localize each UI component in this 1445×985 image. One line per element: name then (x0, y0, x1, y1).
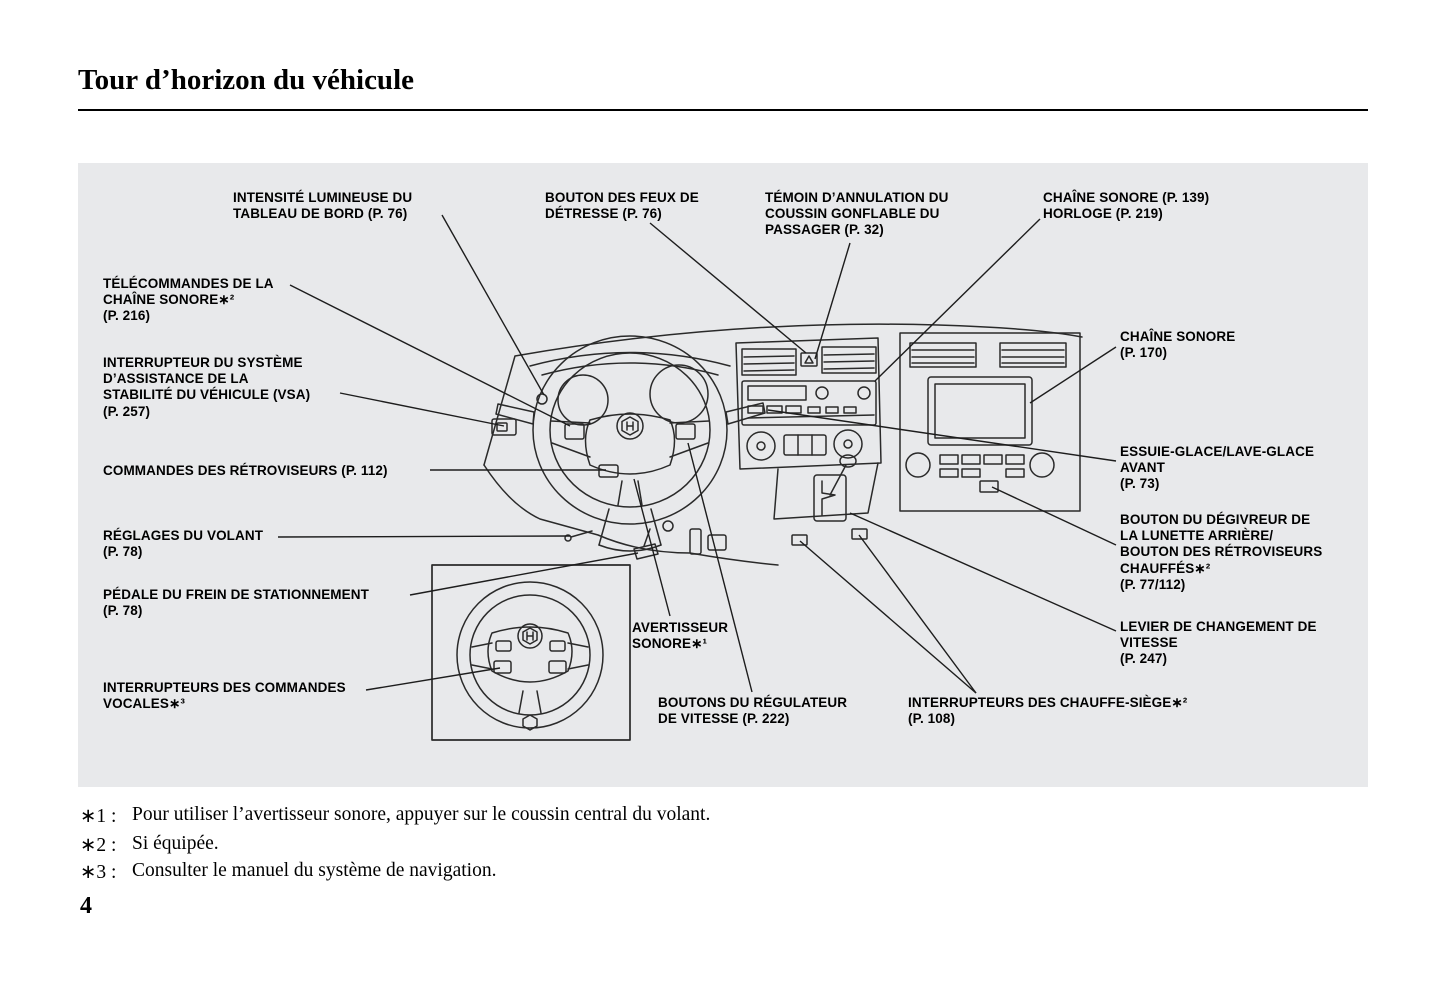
footnote-2-marker: ∗2 : (80, 835, 117, 856)
footnote-1-marker: ∗1 : (80, 806, 117, 827)
callout-label-vsa-switch: INTERRUPTEUR DU SYSTÈME D’ASSISTANCE DE … (103, 355, 311, 419)
callout-line-audio-nav (1029, 346, 1117, 404)
callout-line-horn (633, 478, 671, 617)
callout-line-wipers (767, 409, 1117, 462)
callout-label-dash-brightness: INTENSITÉ LUMINEUSE DU TABLEAU DE BORD (… (233, 190, 413, 222)
footnote-3: ∗3 : Consulter le manuel du système de n… (80, 860, 496, 884)
callout-label-hazard-button: BOUTON DES FEUX DE DÉTRESSE (P. 76) (545, 190, 699, 222)
callout-label-parking-brake: PÉDALE DU FREIN DE STATIONNEMENT (P. 78) (103, 587, 369, 619)
callout-line-dash-brightness (441, 214, 545, 396)
callout-label-mirror-controls: COMMANDES DES RÉTROVISEURS (P. 112) (103, 463, 388, 478)
callout-line-audio-remote (289, 284, 571, 427)
page-number: 4 (80, 893, 92, 919)
callout-line-heated-seat-2 (858, 534, 977, 694)
callout-label-horn: AVERTISSEUR SONORE∗¹ (632, 620, 729, 652)
callout-label-audio-nav: CHAÎNE SONORE (P. 170) (1120, 329, 1236, 361)
title-rule (78, 109, 1368, 111)
callout-label-steering-adjust: RÉGLAGES DU VOLANT (P. 78) (103, 528, 264, 560)
callout-label-rear-defroster: BOUTON DU DÉGIVREUR DE LA LUNETTE ARRIÈR… (1120, 512, 1323, 592)
footnote-2: ∗2 : Si équipée. (80, 833, 219, 857)
callout-line-airbag-indicator (814, 242, 851, 360)
callout-label-cruise-buttons: BOUTONS DU RÉGULATEUR DE VITESSE (P. 222… (658, 695, 848, 727)
callout-line-hazard (649, 222, 807, 354)
dashboard-illustration (277, 214, 1117, 741)
callout-line-heated-seat-1 (799, 540, 977, 694)
dashboard-art (483, 323, 1083, 566)
callout-label-audio-clock: CHAÎNE SONORE (P. 139) HORLOGE (P. 219) (1043, 190, 1210, 222)
footnote-1-text: Pour utiliser l’avertisseur sonore, appu… (132, 804, 711, 825)
callout-label-passenger-airbag-indicator: TÉMOIN D’ANNULATION DU COUSSIN GONFLABLE… (765, 190, 949, 238)
callout-label-heated-seats: INTERRUPTEURS DES CHAUFFE-SIÈGE∗² (P. 10… (908, 695, 1188, 727)
callout-line-audio-clock (874, 218, 1041, 382)
callout-line-shift-lever (849, 512, 1117, 632)
page-title: Tour d’horizon du véhicule (78, 64, 414, 96)
callout-line-cruise (687, 442, 753, 693)
callout-label-shift-lever: LEVIER DE CHANGEMENT DE VITESSE (P. 247) (1120, 619, 1317, 667)
callout-line-voice-controls (365, 667, 501, 691)
callout-lines (277, 214, 1117, 694)
callout-line-defroster (991, 486, 1117, 546)
inset-steering-wheel (431, 564, 631, 741)
callout-line-vsa (339, 392, 505, 427)
dashboard-figure: INTENSITÉ LUMINEUSE DU TABLEAU DE BORD (… (78, 163, 1368, 787)
callout-line-steering-adjust (277, 535, 571, 538)
footnote-2-text: Si équipée. (132, 833, 219, 854)
footnote-3-text: Consulter le manuel du système de naviga… (132, 860, 497, 881)
callout-label-voice-controls: INTERRUPTEURS DES COMMANDES VOCALES∗³ (103, 680, 346, 712)
footnote-3-marker: ∗3 : (80, 862, 117, 883)
footnote-1: ∗1 : Pour utiliser l’avertisseur sonore,… (80, 804, 710, 828)
callout-line-parking-brake (409, 552, 639, 596)
callout-label-wipers: ESSUIE-GLACE/LAVE-GLACE AVANT (P. 73) (1120, 444, 1315, 492)
callout-label-audio-remote: TÉLÉCOMMANDES DE LA CHAÎNE SONORE∗² (P. … (103, 276, 274, 324)
